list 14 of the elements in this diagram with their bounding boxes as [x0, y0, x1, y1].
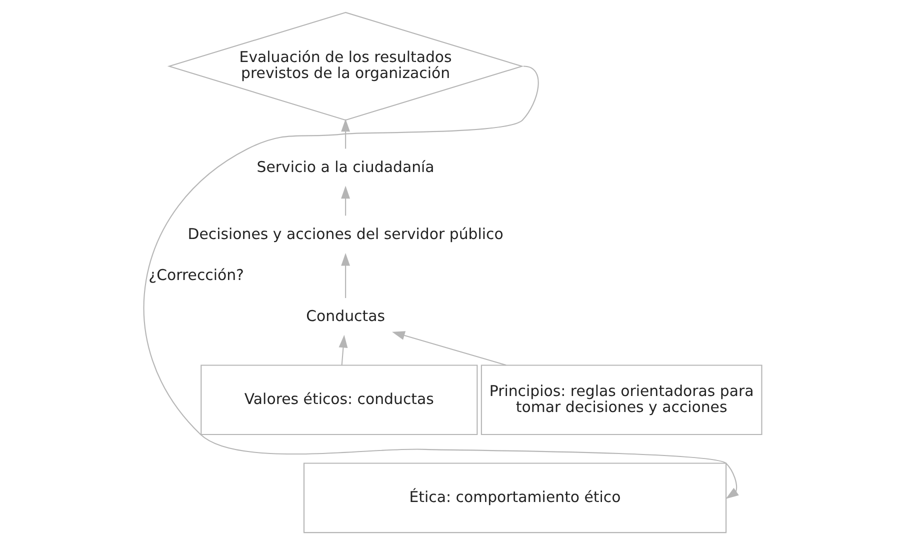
node-box: Ética: comportamiento ético [303, 462, 727, 534]
arrow [341, 253, 350, 298]
node-box: Valores éticos: conductas [200, 364, 478, 436]
arrow [392, 331, 506, 366]
node-text: Decisiones y acciones del servidor público [188, 225, 504, 244]
arrow [144, 66, 739, 499]
edge-label: ¿Corrección? [148, 266, 244, 284]
node-box: Principios: reglas orientadoras para tomar decisiones y acciones [480, 364, 762, 436]
arrow [338, 334, 348, 366]
node-text: Conductas [306, 307, 385, 326]
node-text: Servicio a la ciudadanía [256, 158, 434, 176]
arrow [341, 186, 350, 216]
node-diamond: Evaluación de los resultados previstos de la organización [167, 12, 524, 121]
arrow [341, 118, 350, 149]
